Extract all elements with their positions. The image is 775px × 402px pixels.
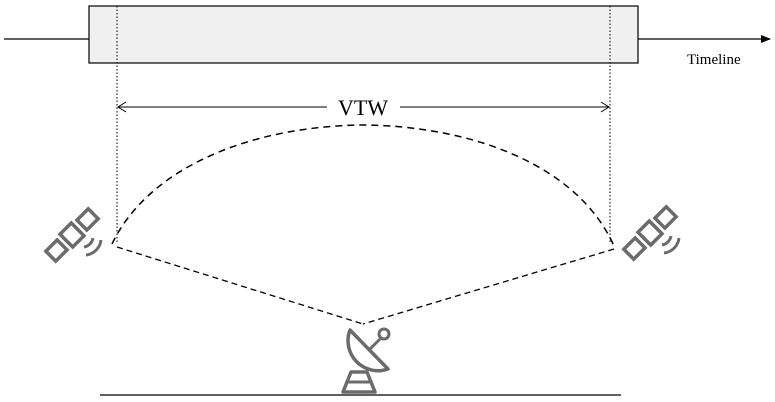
timeline-label: Timeline	[687, 52, 741, 68]
vtw-arrowhead-left	[117, 101, 127, 113]
timeline: Timeline	[4, 5, 771, 68]
satellite-icon	[43, 206, 101, 264]
window-boundaries	[116, 6, 611, 244]
signal-waves-icon	[661, 235, 681, 255]
vtw-label: VTW	[338, 95, 388, 120]
vtw-arrowhead-right	[600, 101, 610, 113]
satellite-icon	[621, 204, 679, 262]
vtw-dimension: VTW	[117, 95, 610, 120]
signal-waves-icon	[83, 237, 103, 257]
visibility-window-box	[88, 5, 639, 64]
satellite-dish-icon	[341, 327, 391, 394]
right-link-line	[362, 248, 615, 325]
orbit-arc	[111, 124, 615, 247]
line-of-sight-links	[116, 246, 615, 325]
left-link-line	[116, 246, 364, 325]
